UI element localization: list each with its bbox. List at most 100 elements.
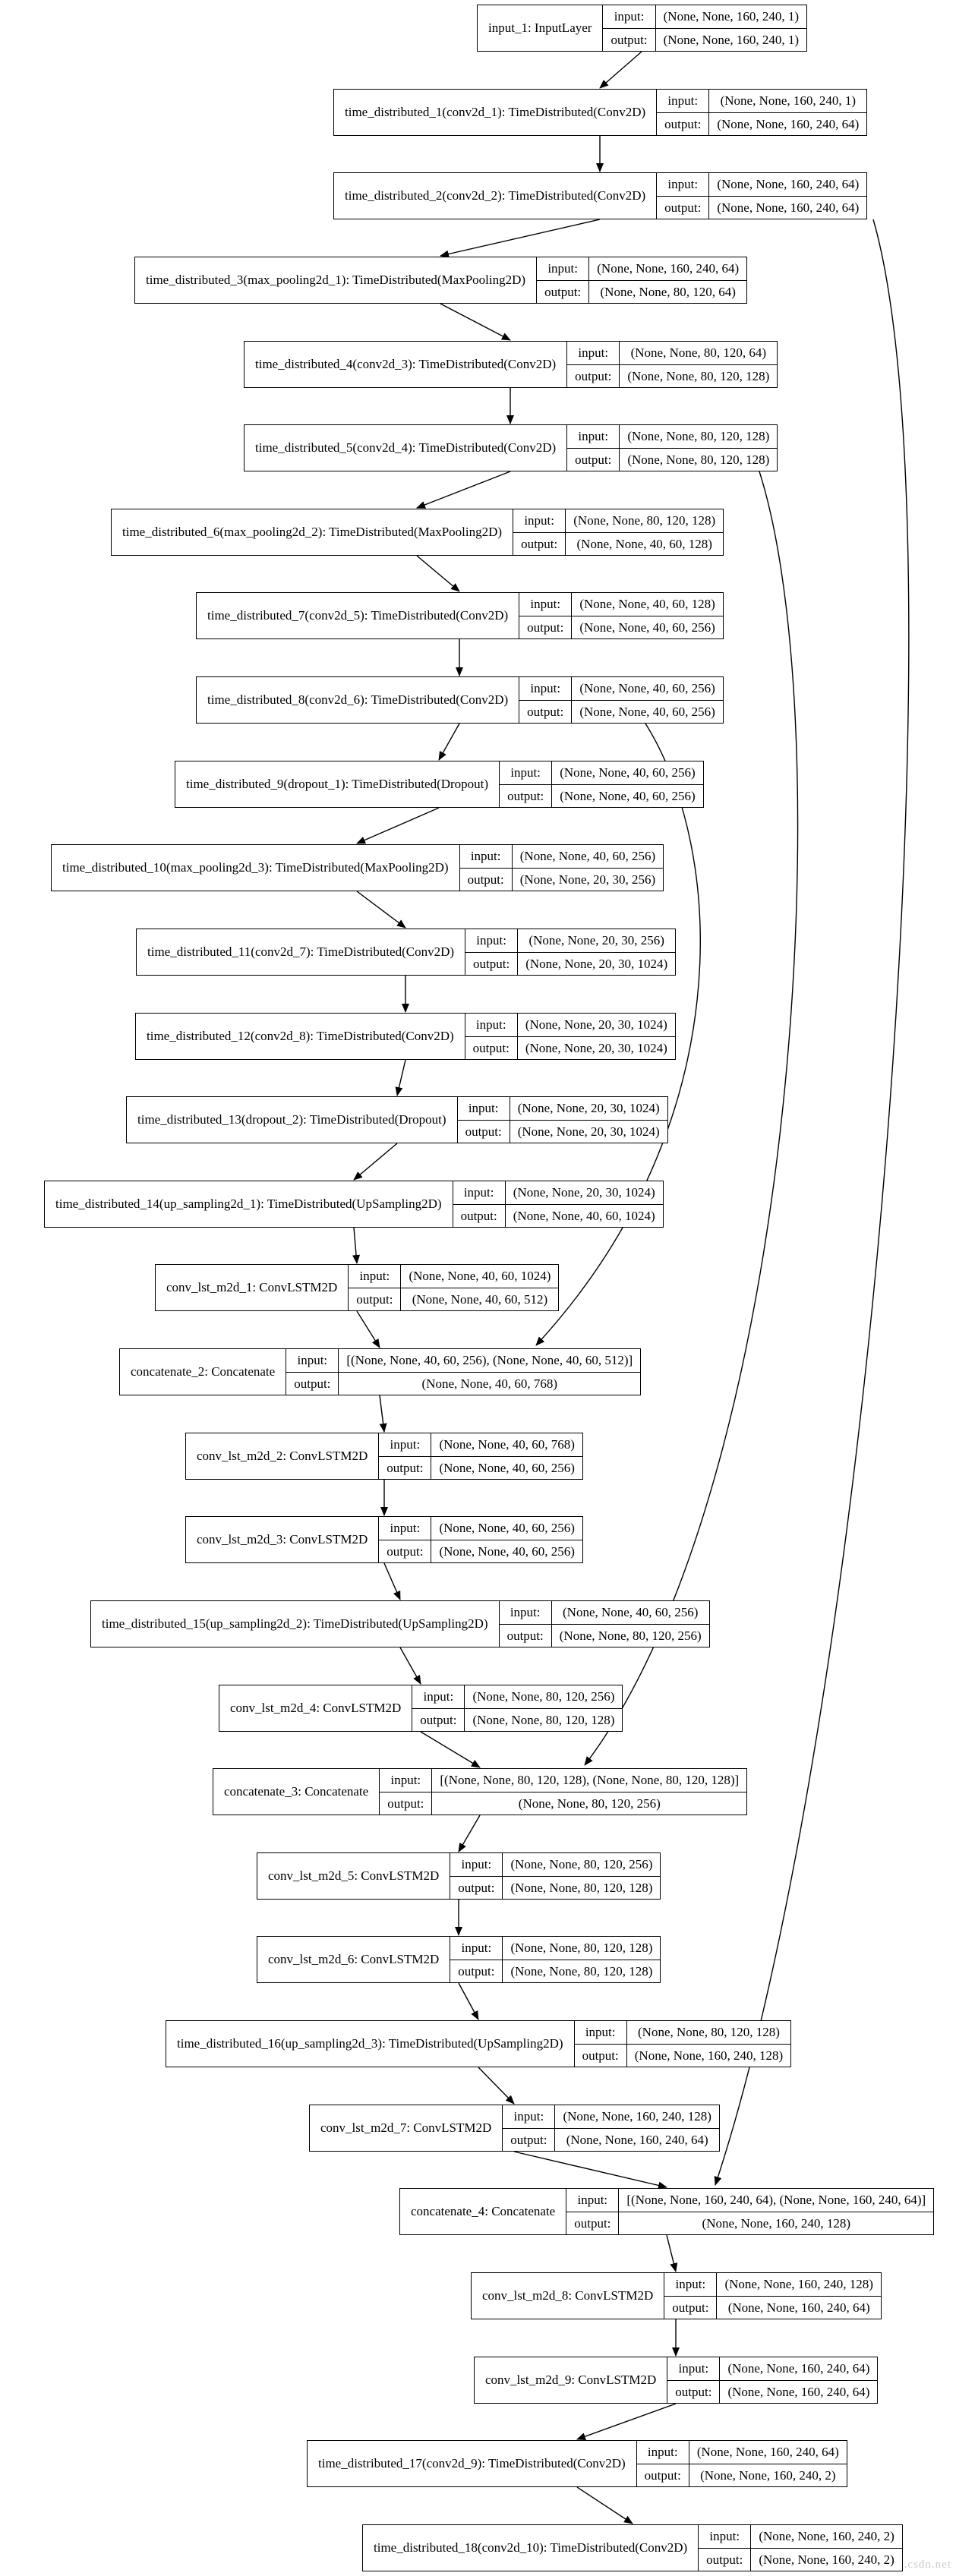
input-label: input: <box>575 2021 627 2044</box>
layer-name-label: time_distributed_4(conv2d_3): TimeDistri… <box>245 342 568 387</box>
output-label: output: <box>412 1708 465 1731</box>
layer-node-time_distributed_7: time_distributed_7(conv2d_5): TimeDistri… <box>196 592 724 639</box>
layer-name-label: conv_lst_m2d_7: ConvLSTM2D <box>310 2105 503 2151</box>
layer-name-label: input_1: InputLayer <box>478 5 604 51</box>
input-shape: (None, None, 160, 240, 2) <box>759 2529 894 2543</box>
input-shape: (None, None, 20, 30, 1024) <box>513 1185 655 1200</box>
output-label: output: <box>459 868 513 891</box>
io-table: input:(None, None, 40, 60, 256)output:(N… <box>499 1601 709 1647</box>
output-label: output: <box>379 1456 432 1479</box>
input-label: input: <box>500 1601 552 1624</box>
edge-time_distributed_13-to-time_distributed_14 <box>353 1143 398 1181</box>
edge-time_distributed_6-to-time_distributed_7 <box>416 555 460 592</box>
layer-name-label: time_distributed_6(max_pooling2d_2): Tim… <box>112 509 514 555</box>
layer-name-label: conv_lst_m2d_9: ConvLSTM2D <box>475 2357 668 2403</box>
edge-conv_lst_m2d_1-to-concatenate_2 <box>356 1310 380 1348</box>
input-label: input: <box>458 1097 510 1120</box>
output-shape: (None, None, 160, 240, 64) <box>717 2296 881 2319</box>
input-label: input: <box>537 257 590 280</box>
layer-node-time_distributed_11: time_distributed_11(conv2d_7): TimeDistr… <box>136 929 677 976</box>
layer-name-label: conv_lst_m2d_1: ConvLSTM2D <box>156 1265 349 1310</box>
output-shape: (None, None, 80, 120, 128) <box>620 448 778 471</box>
io-table: input:(None, None, 20, 30, 256)output:(N… <box>465 929 676 975</box>
input-shape: (None, None, 40, 60, 256) <box>579 681 715 695</box>
edge-time_distributed_3-to-time_distributed_4 <box>440 303 511 341</box>
input-label: input: <box>657 90 710 112</box>
io-table: input:(None, None, 80, 120, 64)output:(N… <box>567 342 778 387</box>
layer-node-time_distributed_17: time_distributed_17(conv2d_9): TimeDistr… <box>307 2440 847 2487</box>
output-label: output: <box>465 1036 518 1059</box>
input-shape: (None, None, 40, 60, 768) <box>439 1437 575 1452</box>
input-label: input: <box>450 1937 503 1960</box>
output-shape: (None, None, 20, 30, 1024) <box>518 952 676 975</box>
input-shape: (None, None, 80, 120, 128) <box>638 2025 780 2039</box>
edge-time_distributed_2-to-time_distributed_3 <box>440 219 601 258</box>
input-shape: (None, None, 160, 240, 1) <box>663 9 800 24</box>
input-shape: [(None, None, 40, 60, 256), (None, None,… <box>346 1353 633 1367</box>
layer-name-label: time_distributed_5(conv2d_4): TimeDistri… <box>245 425 568 471</box>
layer-name-label: conv_lst_m2d_4: ConvLSTM2D <box>219 1685 413 1731</box>
input-label: input: <box>513 509 566 532</box>
layer-node-time_distributed_1: time_distributed_1(conv2d_1): TimeDistri… <box>333 89 868 136</box>
edge-time_distributed_14-to-conv_lst_m2d_1 <box>352 1227 361 1264</box>
output-shape: (None, None, 80, 120, 64) <box>589 280 747 303</box>
edge-conv_lst_m2d_7-to-concatenate_4 <box>513 2151 667 2190</box>
input-shape: (None, None, 40, 60, 1024) <box>409 1269 551 1283</box>
output-shape: (None, None, 160, 240, 2) <box>689 2464 847 2486</box>
io-table: input:(None, None, 160, 240, 2)output:(N… <box>699 2525 902 2571</box>
input-label: input: <box>699 2525 752 2548</box>
input-label: input: <box>519 593 573 616</box>
input-shape: (None, None, 80, 120, 64) <box>630 345 767 360</box>
edge-concatenate_3-to-conv_lst_m2d_5 <box>458 1815 481 1852</box>
edge-time_distributed_15-to-conv_lst_m2d_4 <box>399 1647 421 1685</box>
input-shape: (None, None, 80, 120, 128) <box>627 429 770 443</box>
output-label: output: <box>450 1876 503 1899</box>
input-shape: (None, None, 80, 120, 256) <box>510 1857 653 1871</box>
input-label: input: <box>453 1181 506 1204</box>
edge-time_distributed_10-to-time_distributed_11 <box>356 891 406 929</box>
output-shape: (None, None, 160, 240, 128) <box>619 2212 934 2234</box>
edge-conv_lst_m2d_3-to-time_distributed_15 <box>383 1562 401 1600</box>
layer-name-label: conv_lst_m2d_6: ConvLSTM2D <box>257 1937 451 1982</box>
io-table: input:[(None, None, 160, 240, 64), (None… <box>566 2189 934 2234</box>
input-shape: (None, None, 20, 30, 1024) <box>517 1101 660 1115</box>
output-shape: (None, None, 160, 240, 2) <box>751 2548 902 2571</box>
input-label: input: <box>450 1853 503 1876</box>
io-table: input:(None, None, 40, 60, 256)output:(N… <box>379 1517 582 1562</box>
output-shape: (None, None, 160, 240, 64) <box>555 2128 719 2151</box>
io-table: input:(None, None, 40, 60, 768)output:(N… <box>379 1433 582 1479</box>
input-shape: [(None, None, 80, 120, 128), (None, None… <box>440 1773 740 1787</box>
output-shape: (None, None, 40, 60, 256) <box>431 1456 582 1479</box>
edge-time_distributed_16-to-conv_lst_m2d_7 <box>478 2067 515 2105</box>
output-label: output: <box>567 364 620 387</box>
output-label: output: <box>574 2044 627 2067</box>
output-shape: (None, None, 40, 60, 128) <box>566 532 724 555</box>
layer-node-time_distributed_10: time_distributed_10(max_pooling2d_3): Ti… <box>51 844 664 891</box>
output-shape: (None, None, 160, 240, 128) <box>626 2044 791 2067</box>
output-label: output: <box>519 700 573 723</box>
output-shape: (None, None, 40, 60, 1024) <box>505 1204 663 1227</box>
input-shape: (None, None, 40, 60, 256) <box>560 765 696 780</box>
io-table: input:(None, None, 80, 120, 128)output:(… <box>450 1937 661 1982</box>
input-shape: (None, None, 160, 240, 64) <box>597 261 740 276</box>
output-label: output: <box>457 1120 510 1143</box>
layer-node-time_distributed_2: time_distributed_2(conv2d_2): TimeDistri… <box>333 172 868 219</box>
layer-node-time_distributed_16: time_distributed_16(up_sampling2d_3): Ti… <box>166 2020 792 2067</box>
layer-node-time_distributed_4: time_distributed_4(conv2d_3): TimeDistri… <box>244 341 778 388</box>
io-table: input:(None, None, 160, 240, 128)output:… <box>664 2273 881 2319</box>
input-label: input: <box>503 2105 556 2128</box>
io-table: input:[(None, None, 80, 120, 128), (None… <box>380 1769 747 1815</box>
input-label: input: <box>519 677 573 700</box>
input-shape: (None, None, 20, 30, 256) <box>528 933 664 947</box>
input-label: input: <box>667 2357 721 2380</box>
layer-name-label: conv_lst_m2d_8: ConvLSTM2D <box>472 2273 665 2319</box>
layer-name-label: concatenate_2: Concatenate <box>120 1349 287 1395</box>
